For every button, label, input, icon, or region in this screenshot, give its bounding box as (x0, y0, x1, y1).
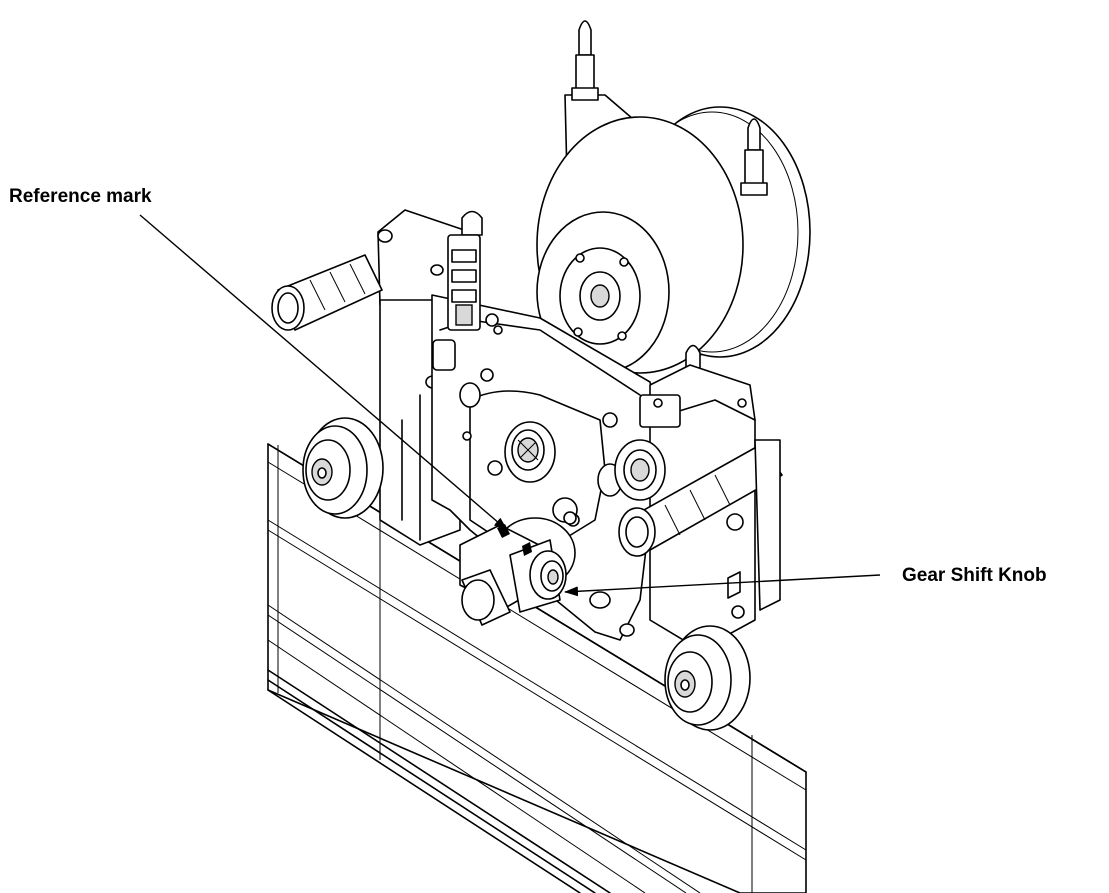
top-nozzles (461, 20, 768, 371)
left-handle (271, 254, 383, 331)
gear-shift-knob (459, 517, 576, 626)
gear-shift-knob-label: Gear Shift Knob (902, 565, 1047, 586)
right-handle (618, 439, 783, 611)
motor-drum (536, 94, 811, 374)
right-wheel (664, 625, 751, 731)
reference-mark-leader (139, 214, 508, 531)
spline-shaft (504, 421, 556, 483)
rail-track (267, 443, 807, 893)
reference-mark-label: Reference mark (9, 186, 152, 207)
left-wheel (302, 417, 384, 519)
gear-shift-knob-leader (564, 574, 881, 597)
quick-connector (447, 234, 481, 331)
